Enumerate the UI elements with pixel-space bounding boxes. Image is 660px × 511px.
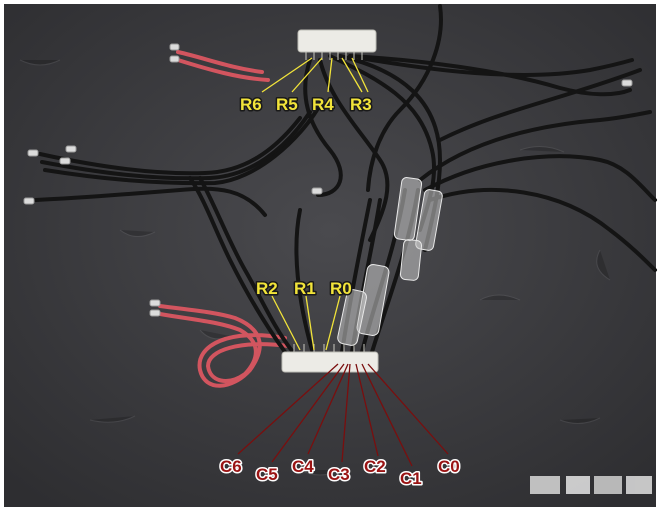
label-c5: C5 — [256, 465, 278, 484]
label-r0: R0 — [330, 279, 352, 298]
label-r4: R4 — [312, 95, 334, 114]
col-leader-lines — [237, 363, 449, 467]
label-c0: C0 — [438, 457, 460, 476]
wire-tips — [23, 43, 633, 317]
top-connector — [297, 29, 377, 60]
fabric-texture — [19, 59, 611, 476]
label-r6: R6 — [240, 95, 262, 114]
red-wires — [158, 50, 290, 388]
label-c4: C4 — [292, 457, 314, 476]
label-r1: R1 — [294, 279, 316, 298]
label-r3: R3 — [350, 95, 372, 114]
label-c2: C2 — [364, 457, 386, 476]
watermark — [530, 476, 652, 494]
row-leader-lines — [261, 57, 369, 351]
label-c1: C1 — [400, 469, 422, 488]
label-r2: R2 — [256, 279, 278, 298]
label-c3: C3 — [328, 465, 350, 484]
heat-shrink-tubes — [337, 177, 443, 346]
label-c6: C6 — [220, 457, 242, 476]
label-r5: R5 — [276, 95, 298, 114]
